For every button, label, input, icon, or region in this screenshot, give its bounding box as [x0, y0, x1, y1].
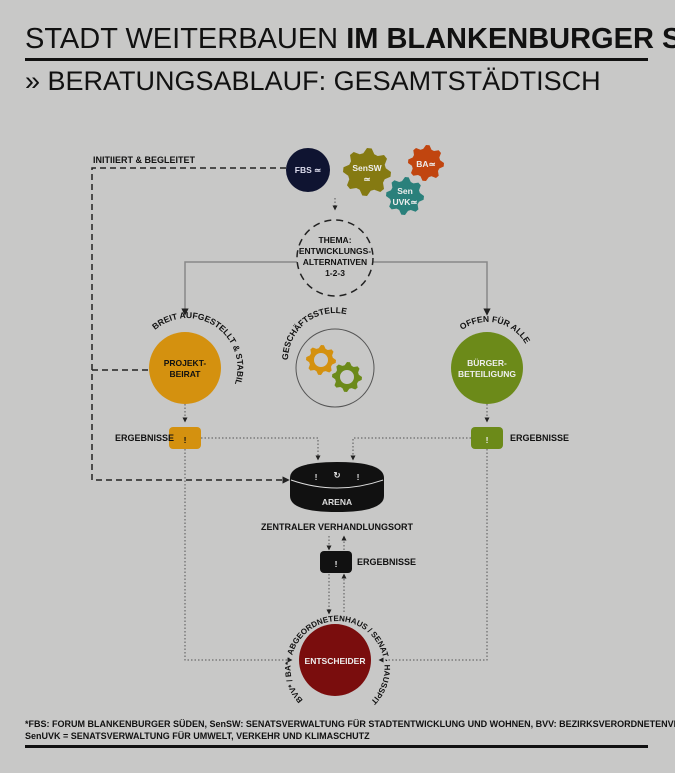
fbs-node: FBS ≃ [286, 148, 330, 192]
svg-text:BÜRGER-: BÜRGER- [467, 358, 507, 368]
gear-icon [386, 177, 424, 215]
gear-icon [306, 345, 336, 375]
initiated-label: INITIIERT & BEGLEITET [93, 155, 196, 165]
svg-text:SenSW: SenSW [352, 163, 382, 173]
page-subtitle: » BERATUNGSABLAUF: GESAMTSTÄDTISCH [25, 66, 601, 96]
ba-gear-node: BA≃ [408, 145, 444, 181]
topic-node: THEMA: ENTWICKLUNGS- ALTERNATIVEN 1-2-3 [296, 219, 374, 297]
topic-connector [181, 261, 491, 316]
buergerbeteiligung-node: BÜRGER- BETEILIGUNG OFFEN FÜR ALLE [451, 314, 532, 404]
svg-text:FBS ≃: FBS ≃ [295, 165, 321, 175]
svg-text:UVK≃: UVK≃ [392, 197, 417, 207]
initiated-connector [91, 167, 290, 484]
svg-text:ERGEBNISSE: ERGEBNISSE [115, 433, 174, 443]
svg-text:BETEILIGUNG: BETEILIGUNG [458, 369, 516, 379]
svg-text:Sen: Sen [397, 186, 413, 196]
geschaeftsstelle-node: GESCHÄFTSSTELLE [280, 305, 375, 408]
footnote-line-1: *FBS: FORUM BLANKENBURGER SÜDEN, SenSW: … [25, 719, 675, 729]
footer-divider [25, 745, 648, 748]
results-left: ! ERGEBNISSE [115, 427, 201, 449]
sensw-gear-node: SenSW ≃ [343, 148, 391, 196]
projektbeirat-node: PROJEKT- BEIRAT BREIT AUFGESTELLT & STAB… [149, 310, 245, 404]
title-divider [25, 58, 648, 61]
svg-text:ERGEBNISSE: ERGEBNISSE [510, 433, 569, 443]
page-title: STADT WEITERBAUEN IM BLANKENBURGER SÜDEN [25, 22, 675, 55]
svg-text:!: ! [335, 559, 338, 569]
svg-text:1-2-3: 1-2-3 [325, 268, 345, 278]
svg-text:≃: ≃ [363, 174, 370, 184]
svg-text:ALTERNATIVEN: ALTERNATIVEN [303, 257, 367, 267]
svg-text:ENTSCHEIDER: ENTSCHEIDER [305, 656, 366, 666]
svg-text:!: ! [357, 472, 360, 482]
results-right: ! ERGEBNISSE [471, 427, 569, 449]
senuvk-gear-node: Sen UVK≃ [386, 177, 424, 215]
svg-text:ARENA: ARENA [322, 497, 352, 507]
gear-icon [332, 362, 362, 392]
svg-text:!: ! [315, 472, 318, 482]
results-center: ! ERGEBNISSE [320, 551, 416, 573]
gear-icon [408, 145, 444, 181]
footnote-line-2: SenUVK = SENATSVERWALTUNG FÜR UMWELT, VE… [25, 731, 370, 741]
svg-text:ENTWICKLUNGS-: ENTWICKLUNGS- [299, 246, 371, 256]
svg-text:THEMA:: THEMA: [318, 235, 351, 245]
arena-node: ! ! ↻ ARENA ZENTRALER VERHANDLUNGSORT [261, 462, 414, 532]
gear-icon [343, 148, 391, 196]
svg-text:ERGEBNISSE: ERGEBNISSE [357, 557, 416, 567]
results-connectors [182, 198, 490, 663]
svg-text:!: ! [184, 435, 187, 445]
refresh-icon: ↻ [333, 470, 340, 480]
svg-text:BA≃: BA≃ [416, 159, 435, 169]
svg-text:PROJEKT-: PROJEKT- [164, 358, 207, 368]
svg-text:BEIRAT: BEIRAT [169, 369, 201, 379]
svg-text:!: ! [486, 435, 489, 445]
svg-text:ZENTRALER VERHANDLUNGSORT: ZENTRALER VERHANDLUNGSORT [261, 522, 414, 532]
